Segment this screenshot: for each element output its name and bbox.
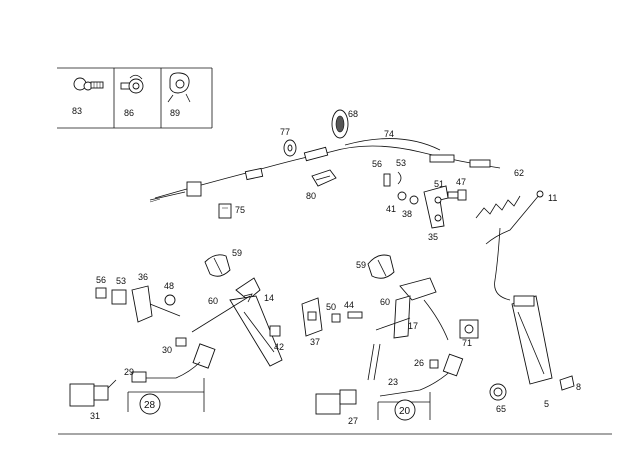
label-65: 65: [496, 404, 506, 414]
label-5: 5: [544, 399, 549, 409]
bracket-35-icon: [423, 185, 449, 229]
label-31: 31: [90, 411, 100, 421]
callout-28-circle: [139, 393, 161, 415]
part-26-icon: [429, 359, 439, 369]
rod-11-icon: [485, 190, 544, 301]
part-65-icon: [489, 383, 507, 401]
label-17: 17: [408, 321, 418, 331]
label-30: 30: [162, 345, 172, 355]
clip-89-icon: [167, 72, 191, 103]
label-41: 41: [386, 204, 396, 214]
sensor-27-icon: [315, 389, 357, 415]
grommet-77-icon: [283, 139, 297, 157]
pedal-mount-right: [367, 254, 437, 381]
label-59-left: 59: [232, 248, 242, 258]
label-48: 48: [164, 281, 174, 291]
label-56-top: 56: [372, 159, 382, 169]
bolt-51-47-icon: [447, 189, 467, 201]
label-8: 8: [576, 382, 581, 392]
label-37: 37: [310, 337, 320, 347]
label-26: 26: [414, 358, 424, 368]
label-80: 80: [306, 191, 316, 201]
label-62: 62: [514, 168, 524, 178]
label-29: 29: [124, 367, 134, 377]
label-60-left: 60: [208, 296, 218, 306]
label-11: 11: [548, 193, 557, 203]
pedal-mount-left: [204, 254, 283, 367]
label-53-top: 53: [396, 158, 406, 168]
label-14: 14: [264, 293, 274, 303]
sensor-31-icon: [69, 379, 117, 407]
label-35: 35: [428, 232, 438, 242]
connector-29-icon: [127, 361, 205, 412]
clip-86-icon: [120, 74, 144, 94]
block-75-icon: [218, 203, 232, 219]
label-89: 89: [170, 108, 180, 118]
throttle-cable-74: [149, 138, 501, 203]
bolt-50-44-icon: [331, 311, 363, 323]
label-27: 27: [348, 416, 358, 426]
label-50: 50: [326, 302, 336, 312]
grommet-68-icon: [331, 109, 349, 139]
callout-20-circle: [394, 399, 416, 421]
label-44: 44: [344, 300, 354, 310]
label-71: 71: [462, 338, 472, 348]
part-8-icon: [559, 375, 575, 391]
label-23: 23: [388, 377, 398, 387]
label-83: 83: [72, 106, 82, 116]
bracket-56-53-36-icon: [95, 285, 181, 323]
label-28: 28: [144, 400, 156, 411]
clip-80-icon: [311, 169, 337, 187]
label-42: 42: [274, 342, 284, 352]
label-53-left: 53: [116, 276, 126, 286]
arrow-14: [191, 293, 253, 333]
bolt-30-icon: [175, 337, 216, 369]
label-20: 20: [399, 406, 411, 417]
pedal-5-icon: [511, 295, 553, 385]
clip-83-icon: [73, 77, 104, 91]
part-71-icon: [459, 319, 479, 339]
label-77: 77: [280, 127, 290, 137]
part-42-icon: [269, 325, 281, 337]
label-38: 38: [402, 209, 412, 219]
spring-62-icon: [475, 195, 521, 219]
inset-box: [57, 67, 213, 129]
label-56-left: 56: [96, 275, 106, 285]
label-59-right: 59: [356, 260, 366, 270]
label-74: 74: [384, 129, 394, 139]
arrow-17: [423, 299, 449, 341]
pedal-sensor-37-icon: [301, 297, 323, 337]
label-86: 86: [124, 108, 134, 118]
label-36: 36: [138, 272, 148, 282]
label-75: 75: [235, 205, 245, 215]
label-51: 51: [434, 179, 444, 189]
spring-parts-56-53-icon: [383, 171, 419, 205]
label-60-right: 60: [380, 297, 390, 307]
label-68: 68: [348, 109, 358, 119]
label-47: 47: [456, 177, 466, 187]
